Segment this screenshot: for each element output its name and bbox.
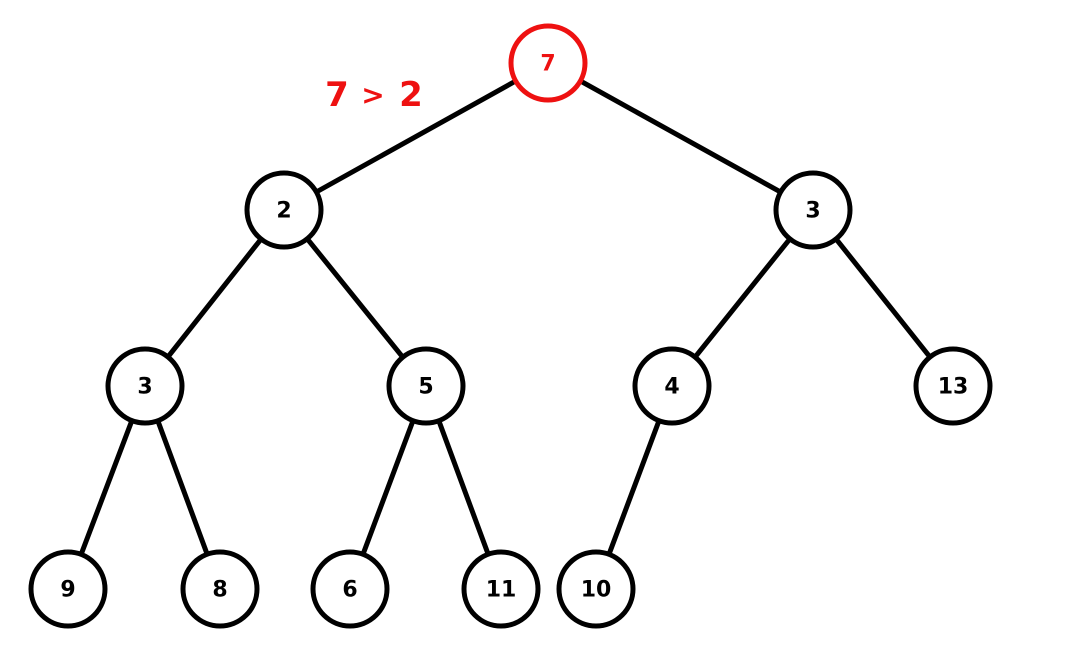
edge-n5-n11 bbox=[606, 418, 662, 557]
node-circle bbox=[508, 23, 588, 103]
edge-n1-n4 bbox=[304, 236, 406, 360]
node-label: 11 bbox=[486, 578, 517, 603]
node-label: 10 bbox=[581, 578, 612, 603]
node-circle bbox=[105, 346, 185, 426]
node-circle bbox=[556, 549, 636, 629]
comparison-annotation: 7 > 2 bbox=[325, 75, 423, 115]
node-circle bbox=[244, 170, 324, 250]
edge-n2-n6 bbox=[833, 236, 933, 360]
tree-node: 3 bbox=[773, 170, 853, 250]
edge-n1-n3 bbox=[165, 236, 264, 360]
tree-node: 4 bbox=[632, 346, 712, 426]
node-label: 7 bbox=[540, 52, 555, 77]
node-label: 3 bbox=[805, 199, 820, 224]
tree-node: 3 bbox=[105, 346, 185, 426]
node-circle bbox=[386, 346, 466, 426]
tree-node: 10 bbox=[556, 549, 636, 629]
tree-node: 6 bbox=[310, 549, 390, 629]
annotation-left-value: 7 bbox=[325, 75, 349, 115]
annotation-operator: > bbox=[361, 79, 384, 112]
node-label: 2 bbox=[276, 199, 291, 224]
node-circle bbox=[180, 549, 260, 629]
annotation-right-value: 2 bbox=[399, 75, 423, 115]
edge-n4-n10 bbox=[436, 418, 491, 557]
edge-n0-n2 bbox=[577, 78, 784, 195]
node-circle bbox=[632, 346, 712, 426]
tree-node: 11 bbox=[461, 549, 541, 629]
tree-node: 9 bbox=[28, 549, 108, 629]
node-label: 9 bbox=[60, 578, 75, 603]
node-circle bbox=[310, 549, 390, 629]
nodes-layer: 7 2 3 3 5 4 13 9 8 6 11 10 bbox=[28, 23, 993, 629]
tree-node: 7 bbox=[508, 23, 588, 103]
tree-node: 8 bbox=[180, 549, 260, 629]
edge-n3-n7 bbox=[78, 418, 135, 557]
node-label: 4 bbox=[664, 375, 679, 400]
tree-node: 5 bbox=[386, 346, 466, 426]
edge-n2-n5 bbox=[692, 236, 793, 360]
node-label: 8 bbox=[212, 578, 227, 603]
edge-n4-n9 bbox=[360, 418, 416, 557]
tree-node: 2 bbox=[244, 170, 324, 250]
node-label: 13 bbox=[938, 375, 969, 400]
node-circle bbox=[28, 549, 108, 629]
tree-node: 13 bbox=[913, 346, 993, 426]
node-label: 6 bbox=[342, 578, 357, 603]
node-label: 3 bbox=[137, 375, 152, 400]
node-circle bbox=[461, 549, 541, 629]
node-circle bbox=[773, 170, 853, 250]
edge-n3-n8 bbox=[155, 418, 210, 557]
node-label: 5 bbox=[418, 375, 433, 400]
edge-n0-n1 bbox=[313, 78, 519, 195]
edges-layer bbox=[78, 78, 933, 557]
node-circle bbox=[913, 346, 993, 426]
